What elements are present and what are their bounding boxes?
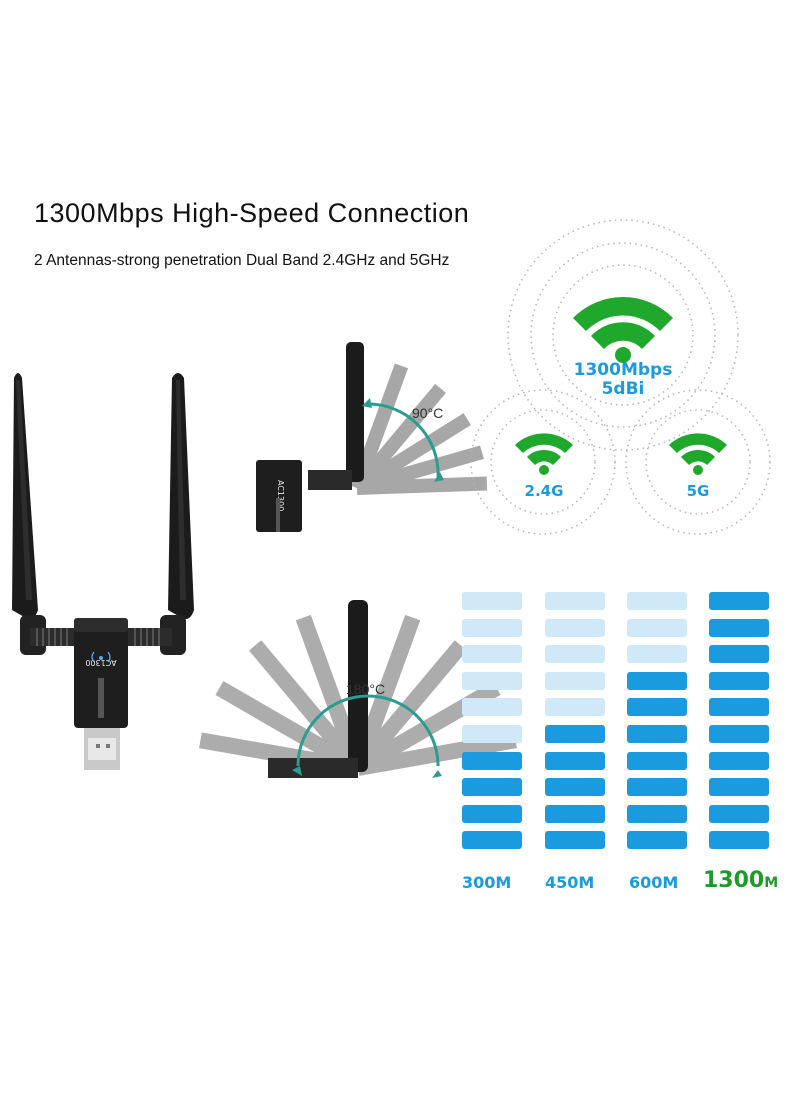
speed-segment [462,698,522,717]
speed-segment [627,725,687,743]
speed-label-300m: 300M [462,873,512,892]
angle-90-label: 90°C [412,405,443,421]
rotation-90-illustration: AC1300 90°C [256,342,488,532]
speed-column-450m [545,592,605,858]
speed-segment [709,618,769,637]
speed-segment [627,671,687,690]
speed-segment [545,645,605,664]
speed-segment [462,751,522,770]
speed-segment [627,804,687,823]
speed-segment [545,698,605,717]
speed-label-1300m-unit: M [764,875,779,891]
speed-segment [545,804,605,823]
speed-segment [627,751,687,770]
signal-coverage-graphic: 1300Mbps 5dBi 2.4G 5G [470,219,771,535]
adapter-side-view [256,460,302,532]
model-label: AC1300 [85,658,116,667]
speed-segment [709,725,769,743]
speed-label-1300m: 1300M [703,868,778,893]
speed-segment [462,725,522,743]
svg-text:AC1300: AC1300 [276,480,285,511]
speed-column-300m [462,592,522,858]
speed-segment [627,592,687,610]
adapter-body: AC1300 [74,618,128,770]
usb-adapter-illustration: AC1300 [12,373,194,770]
speed-segment [545,592,605,610]
speed-segment [462,778,522,797]
speed-segment [627,698,687,717]
speed-label-450m: 450M [545,873,595,892]
speed-segment [545,671,605,690]
rotation-180-illustration: 180°C [199,600,517,778]
speed-segment [709,831,769,850]
speed-segment [462,671,522,690]
speed-segment [709,645,769,664]
speed-segment [627,778,687,797]
page-subtitle: 2 Antennas-strong penetration Dual Band … [34,252,450,269]
speed-segment [709,592,769,610]
wifi-icon [573,296,673,363]
speed-segment [627,831,687,850]
main-gain-label: 5dBi [602,379,645,399]
speed-segment [462,645,522,664]
main-speed-label: 1300Mbps [574,360,673,380]
speed-segment [545,725,605,743]
speed-segment [462,618,522,637]
upright-antenna [348,600,368,772]
speed-segment [462,831,522,850]
wifi-icon [669,433,727,475]
speed-segment [709,778,769,797]
speed-label-600m: 600M [629,873,679,892]
band-5g-label: 5G [687,482,710,500]
upright-antenna [346,342,364,482]
speed-segment [627,618,687,637]
speed-segment [545,831,605,850]
wifi-icon [515,433,573,475]
band-24g-label: 2.4G [525,482,564,500]
speed-column-1300m [709,592,769,858]
speed-label-1300m-number: 1300 [703,868,765,893]
speed-segment [709,804,769,823]
speed-segment [627,645,687,664]
speed-segment [545,778,605,797]
speed-column-600m [627,592,687,858]
speed-segment [709,671,769,690]
speed-segment [545,618,605,637]
speed-segment [462,592,522,610]
right-antenna [128,373,194,655]
left-antenna [12,373,74,655]
speed-segment [709,751,769,770]
angle-180-label: 180°C [346,681,385,697]
page-title: 1300Mbps High-Speed Connection [34,198,470,228]
speed-segment [545,751,605,770]
speed-segment [709,698,769,717]
speed-segment [462,804,522,823]
